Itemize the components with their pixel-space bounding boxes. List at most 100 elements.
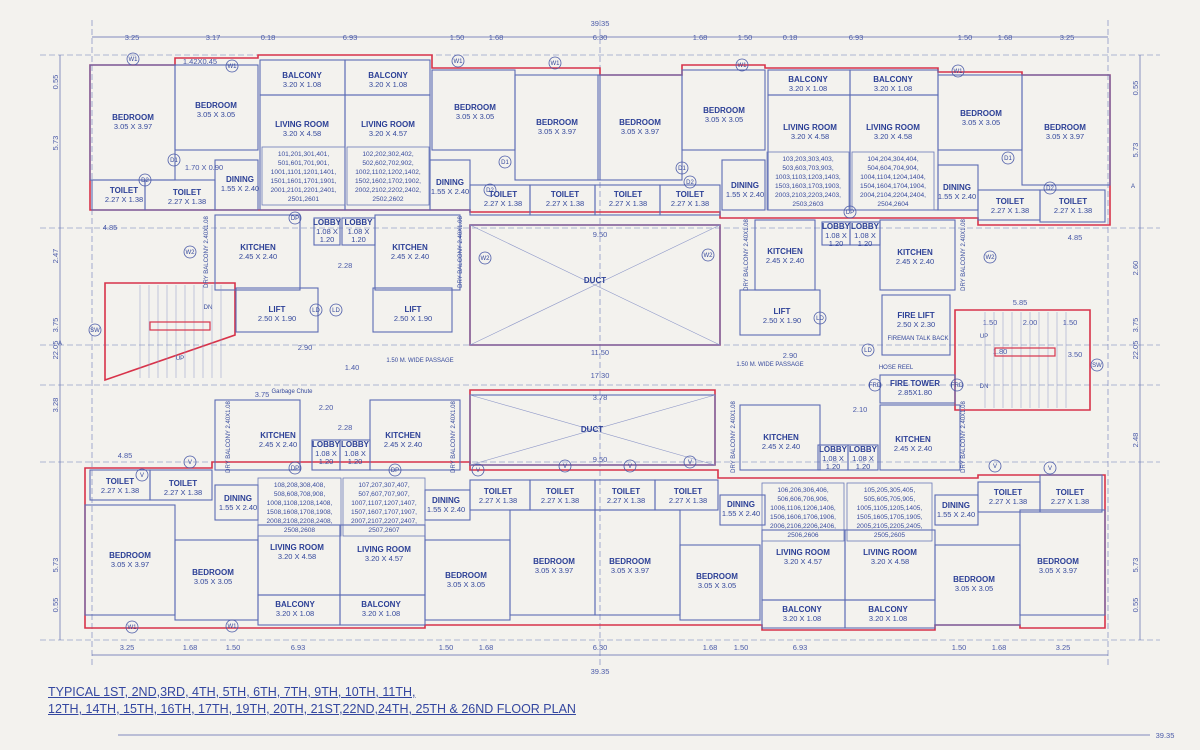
- dimension-label: 5.73: [1131, 143, 1140, 158]
- room-size: 3.05 X 3.05: [698, 581, 736, 590]
- annotation-label: DRY BALCONY 2.40X1.08: [451, 400, 457, 472]
- room-name: BEDROOM: [619, 118, 661, 127]
- room-name: DINING: [943, 183, 971, 192]
- unit-numbers-line: 1003,1103,1203,1403,: [775, 174, 841, 181]
- room-name: TOILET: [169, 479, 197, 488]
- dimension-label: 2.28: [338, 261, 353, 270]
- dimension-label: 1.50: [958, 33, 973, 42]
- tag-label: W1: [128, 625, 138, 631]
- room-size: 1.55 X 2.40: [431, 187, 469, 196]
- dimension-label: 1.68: [693, 33, 708, 42]
- room-size: 2.45 X 2.40: [766, 256, 804, 265]
- tag-label: DP: [391, 468, 399, 474]
- unit-numbers-line: 1506,1606,1706,1906,: [770, 514, 836, 521]
- tag-circle: [1043, 181, 1057, 195]
- unit-numbers-line: 103,203,303,403,: [782, 156, 834, 163]
- dimension-label: 3.25: [1056, 643, 1071, 652]
- room-name: FIRE LIFT: [897, 311, 934, 320]
- tag-circle: [951, 64, 965, 78]
- room-outline: [654, 479, 719, 511]
- room-size: 1.08 X 1.20: [852, 453, 874, 471]
- room-size: 3.20 X 1.08: [874, 84, 912, 93]
- room-name: BEDROOM: [1037, 557, 1079, 566]
- dimension-label: 4.85: [1068, 233, 1083, 242]
- room-size: 3.05 X 3.05: [447, 580, 485, 589]
- stair-well: [994, 347, 1056, 357]
- tag-circle: [1043, 461, 1057, 475]
- dimension-total: 39.35: [591, 667, 610, 676]
- unit-numbers-line: 107,207,307,407,: [358, 482, 410, 489]
- unit-numbers-line: 2504,2604: [877, 201, 909, 208]
- annotation-label: HOSE REEL: [879, 365, 914, 371]
- dimension-label: 6.30: [593, 33, 608, 42]
- tag-circle: [548, 56, 562, 70]
- dimension-label: 22.05: [51, 341, 60, 360]
- unit-box-border: [261, 146, 346, 206]
- room-outline: [681, 69, 766, 151]
- room-size: 2.50 X 1.90: [763, 316, 801, 325]
- unit-numbers-line: 1008,1108,1208,1408,: [267, 500, 333, 507]
- room-size: 3.05 X 3.97: [1039, 566, 1077, 575]
- room-size: 2.50 X 2.30: [897, 320, 935, 329]
- room-name: KITCHEN: [897, 248, 933, 257]
- duct-cross: [469, 394, 716, 466]
- tag-marker: W1: [735, 58, 749, 72]
- room-name: LIVING ROOM: [863, 548, 917, 557]
- annotation-label: A: [58, 341, 62, 347]
- room-name: LIVING ROOM: [357, 545, 411, 554]
- tag-circle: [167, 153, 181, 167]
- room-size: 3.20 X 1.08: [369, 80, 407, 89]
- room-duct: DUCT: [469, 224, 721, 346]
- tag-label: DP: [846, 210, 854, 216]
- room-name: BEDROOM: [454, 103, 496, 112]
- tag-marker: FRD: [950, 378, 964, 392]
- room-size: 3.20 X 1.08: [869, 614, 907, 623]
- room-name: DUCT: [581, 425, 603, 434]
- dimension-label: 2.28: [338, 423, 353, 432]
- dimension-label: 1.42X0.45: [183, 57, 217, 66]
- room-size: 3.05 X 3.05: [962, 118, 1000, 127]
- tag-marker: SW: [1090, 358, 1104, 372]
- annotation-label: UP: [176, 356, 184, 362]
- room-size: 1.55 X 2.40: [427, 505, 465, 514]
- room-name: TOILET: [994, 488, 1022, 497]
- tag-marker: D2: [138, 173, 152, 187]
- tag-circle: [868, 378, 882, 392]
- room-outline: [847, 444, 879, 471]
- room-size: 1.55 X 2.40: [938, 192, 976, 201]
- room-size: 1.55 X 2.40: [937, 510, 975, 519]
- tag-marker: DP: [388, 463, 402, 477]
- tag-label: D2: [1046, 186, 1054, 192]
- room-outline: [739, 404, 821, 471]
- room-size: 1.08 X 1.20: [822, 453, 844, 471]
- unit-numbers-line: 1504,1604,1704,1904,: [860, 183, 926, 190]
- tag-label: V: [140, 473, 144, 479]
- tag-circle: [135, 468, 149, 482]
- annotation-label: UP: [980, 334, 988, 340]
- dimension-label: 6.93: [343, 33, 358, 42]
- tag-label: D2: [686, 180, 694, 186]
- tag-label: DP: [291, 216, 299, 222]
- tag-marker: W1: [126, 52, 140, 66]
- unit-numbers-line: 2506,2606: [787, 532, 819, 539]
- tag-circle: [813, 311, 827, 325]
- room-size: 3.05 X 3.05: [456, 112, 494, 121]
- room-outline: [214, 159, 259, 211]
- tag-circle: [451, 54, 465, 68]
- tag-marker: DP: [288, 461, 302, 475]
- dimension-label: 1.50: [226, 643, 241, 652]
